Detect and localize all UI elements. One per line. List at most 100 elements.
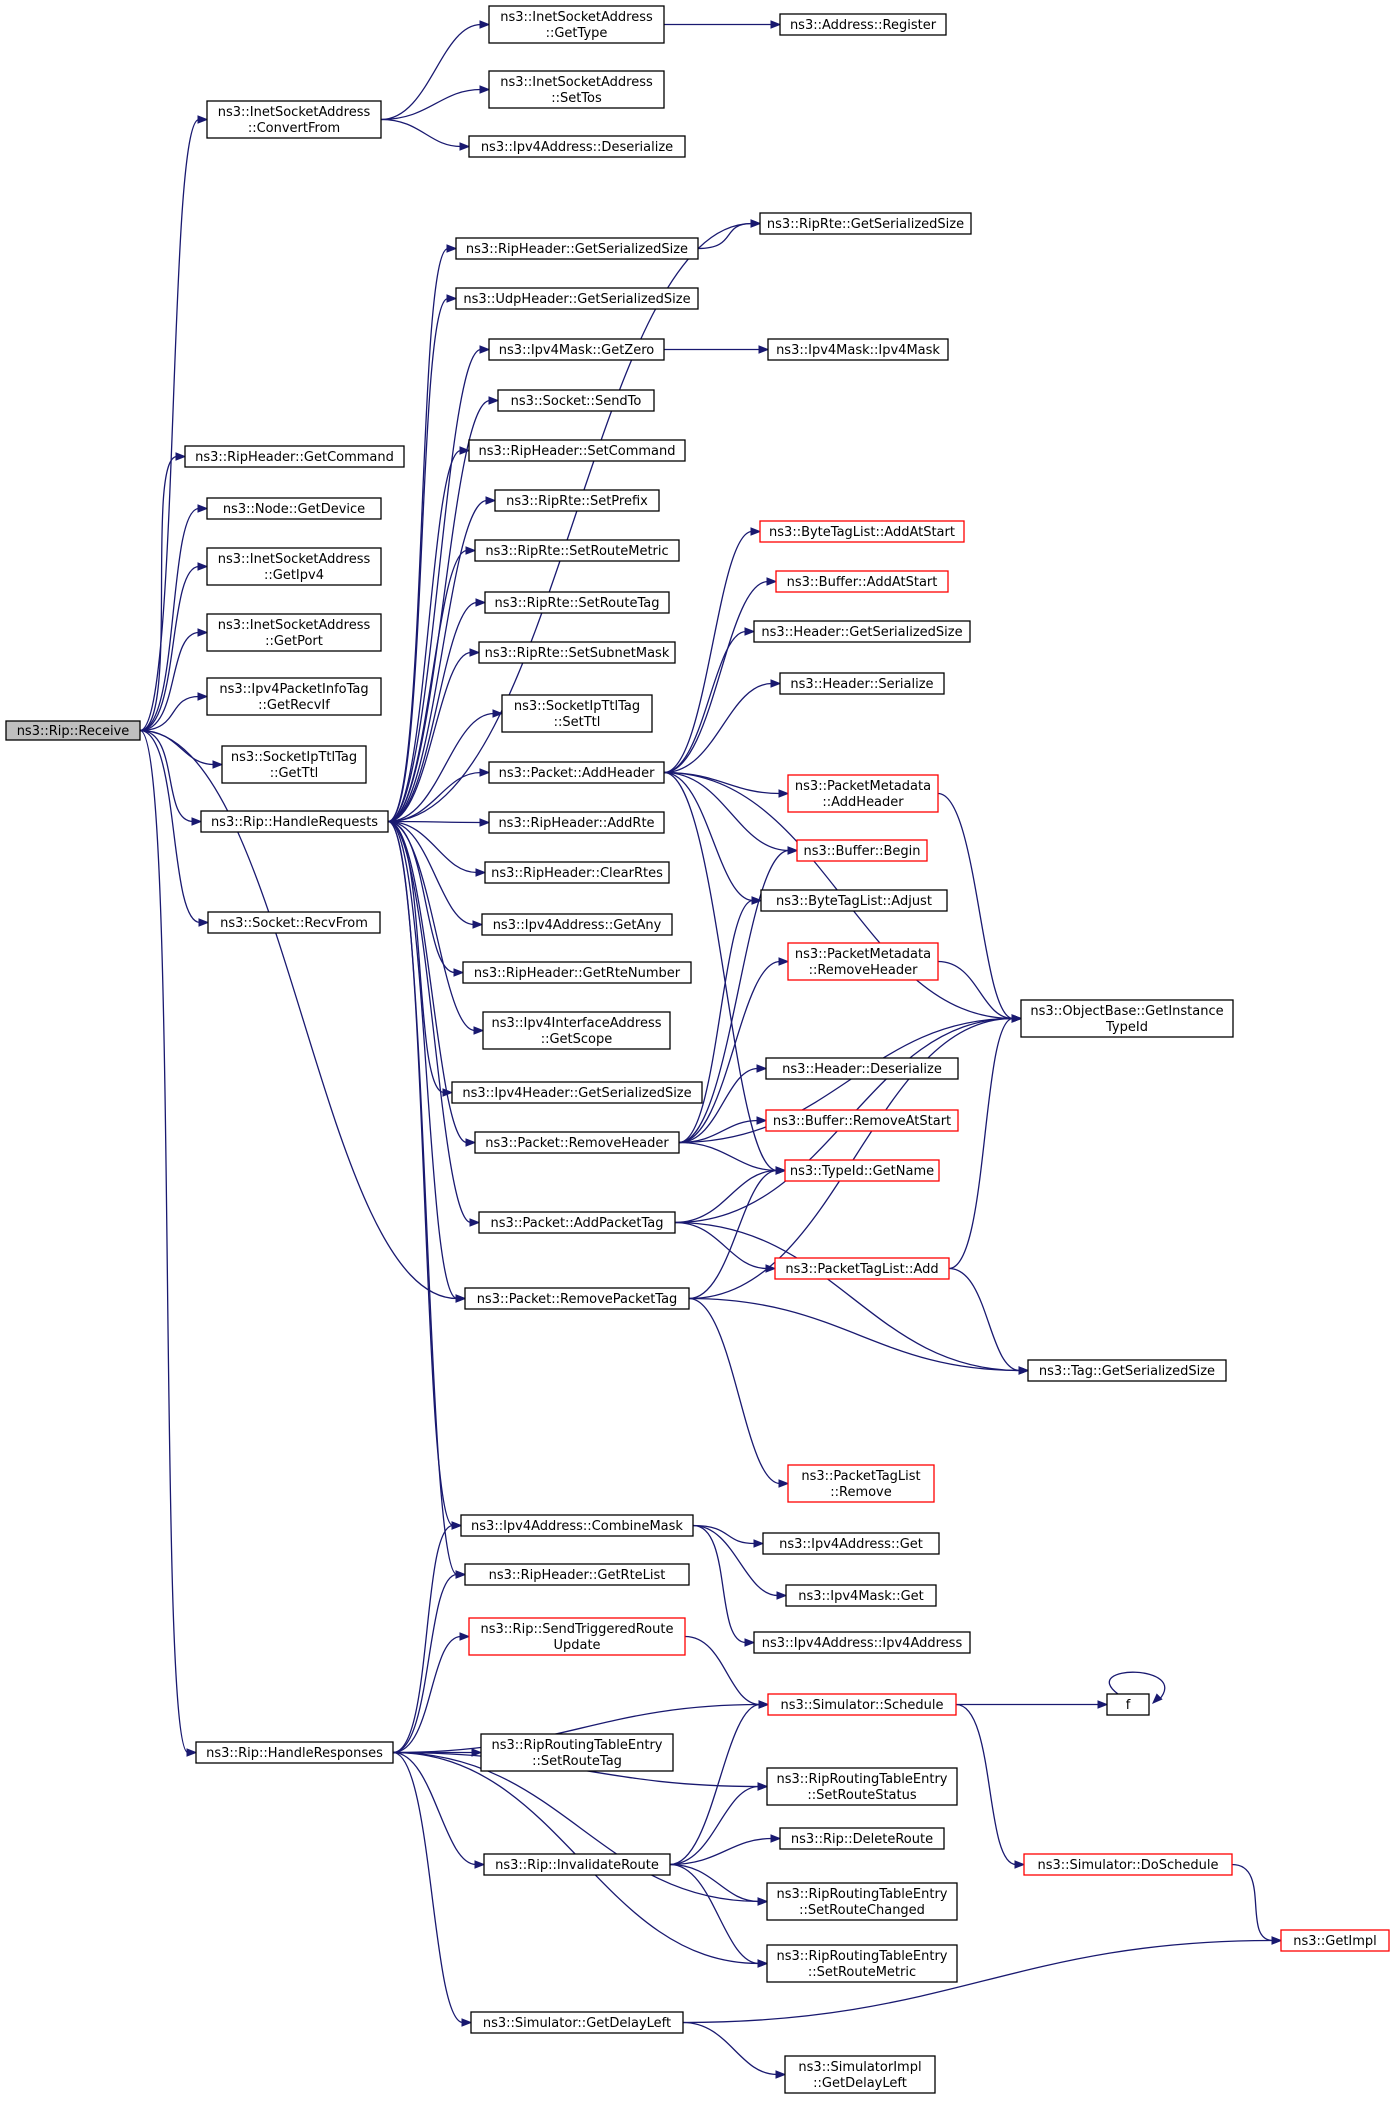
edge-line xyxy=(663,771,781,795)
edge-line xyxy=(674,1221,1021,1372)
node-headerdeser[interactable]: ns3::Header::Deserialize xyxy=(765,1057,959,1080)
edge-arrowhead xyxy=(757,1782,769,1791)
node-setroutetag[interactable]: ns3::RipRte::SetRouteTag xyxy=(484,591,670,614)
node-taggetser[interactable]: ns3::Tag::GetSerializedSize xyxy=(1027,1359,1227,1382)
node-getrtenumber[interactable]: ns3::RipHeader::GetRteNumber xyxy=(462,961,692,984)
node-setcommand[interactable]: ns3::RipHeader::SetCommand xyxy=(468,439,686,462)
node-getcommand[interactable]: ns3::RipHeader::GetCommand xyxy=(184,445,405,468)
node-combinemask[interactable]: ns3::Ipv4Address::CombineMask xyxy=(460,1514,694,1537)
edge-schedule-to-doschedule xyxy=(955,1703,1026,1869)
node-gettype[interactable]: ns3::InetSocketAddress::GetType xyxy=(488,5,665,44)
node-clearrtes[interactable]: ns3::RipHeader::ClearRtes xyxy=(484,861,670,884)
node-setroutemetric[interactable]: ns3::RipRte::SetRouteMetric xyxy=(474,539,680,562)
node-udpser[interactable]: ns3::UdpHeader::GetSerializedSize xyxy=(455,287,699,310)
node-implgetdelayleft[interactable]: ns3::SimulatorImpl::GetDelayLeft xyxy=(784,2055,936,2094)
node-addrte[interactable]: ns3::RipHeader::AddRte xyxy=(488,811,665,834)
node-pmaddheader[interactable]: ns3::PacketMetadata::AddHeader xyxy=(787,774,939,813)
node-getscope[interactable]: ns3::Ipv4InterfaceAddress::GetScope xyxy=(482,1011,671,1050)
node-getdevice[interactable]: ns3::Node::GetDevice xyxy=(206,497,382,520)
node-setroutechanged[interactable]: ns3::RipRoutingTableEntry::SetRouteChang… xyxy=(766,1882,958,1921)
node-box xyxy=(796,839,928,862)
node-box xyxy=(478,641,676,664)
node-bufferaddatstart[interactable]: ns3::Buffer::AddAtStart xyxy=(775,570,949,593)
edge-arrowhead xyxy=(473,1026,485,1035)
node-box xyxy=(787,942,939,981)
node-rtesetroutemetric[interactable]: ns3::RipRoutingTableEntry::SetRouteMetri… xyxy=(766,1944,958,1983)
edge-addheader-to-pmaddheader xyxy=(663,771,790,798)
node-recvfrom[interactable]: ns3::Socket::RecvFrom xyxy=(207,911,381,934)
node-ipv4addrctor[interactable]: ns3::Ipv4Address::Ipv4Address xyxy=(753,1631,971,1654)
node-box xyxy=(206,677,382,716)
node-bytetagaddatstart[interactable]: ns3::ByteTagList::AddAtStart xyxy=(759,520,965,543)
node-packettaglistadd[interactable]: ns3::PacketTagList::Add xyxy=(774,1257,950,1280)
node-setsubnetmask[interactable]: ns3::RipRte::SetSubnetMask xyxy=(478,641,676,664)
node-sendto[interactable]: ns3::Socket::SendTo xyxy=(497,389,655,412)
node-handlerequests[interactable]: ns3::Rip::HandleRequests xyxy=(200,810,389,833)
node-rtesetroutetag[interactable]: ns3::RipRoutingTableEntry::SetRouteTag xyxy=(480,1733,674,1772)
node-getipv4[interactable]: ns3::InetSocketAddress::GetIpv4 xyxy=(206,547,382,586)
node-box xyxy=(501,694,653,733)
node-setprefix[interactable]: ns3::RipRte::SetPrefix xyxy=(494,489,660,512)
edge-arrowhead xyxy=(753,1539,765,1548)
node-invalidateroute[interactable]: ns3::Rip::InvalidateRoute xyxy=(483,1853,671,1876)
node-box xyxy=(460,1514,694,1537)
node-getrecvif[interactable]: ns3::Ipv4PacketInfoTag::GetRecvIf xyxy=(206,677,382,716)
node-schedule[interactable]: ns3::Simulator::Schedule xyxy=(767,1693,957,1716)
node-box xyxy=(206,547,382,586)
node-addheader[interactable]: ns3::Packet::AddHeader xyxy=(488,761,665,784)
node-setroutestatus[interactable]: ns3::RipRoutingTableEntry::SetRouteStatu… xyxy=(766,1767,958,1806)
node-box xyxy=(206,497,382,520)
node-register[interactable]: ns3::Address::Register xyxy=(779,13,947,36)
edge-receive-to-getdevice xyxy=(139,504,209,732)
edge-arrowhead xyxy=(455,1294,467,1303)
node-getport[interactable]: ns3::InetSocketAddress::GetPort xyxy=(206,613,382,652)
node-bytetagadjust[interactable]: ns3::ByteTagList::Adjust xyxy=(760,889,948,912)
node-label: ns3::RipHeader::SetCommand xyxy=(479,444,676,459)
node-label: ns3::Header::Deserialize xyxy=(782,1062,942,1077)
node-label: ::SetRouteStatus xyxy=(807,1788,916,1803)
node-riprteser[interactable]: ns3::RipRte::GetSerializedSize xyxy=(759,212,972,235)
node-handleresponses[interactable]: ns3::Rip::HandleResponses xyxy=(195,1741,394,1764)
edge-line xyxy=(688,1169,778,1300)
node-removepackettag[interactable]: ns3::Packet::RemovePacketTag xyxy=(464,1287,690,1310)
node-ripheaderser[interactable]: ns3::RipHeader::GetSerializedSize xyxy=(455,237,699,260)
node-box xyxy=(766,1882,958,1921)
edge-combinemask-to-ipv4addrctor xyxy=(692,1524,756,1647)
node-box xyxy=(464,1287,690,1310)
node-headerser[interactable]: ns3::Header::GetSerializedSize xyxy=(753,620,971,643)
node-addpackettag[interactable]: ns3::Packet::AddPacketTag xyxy=(478,1211,676,1234)
node-ipv4hdrser[interactable]: ns3::Ipv4Header::GetSerializedSize xyxy=(451,1081,703,1104)
node-getrtelist[interactable]: ns3::RipHeader::GetRteList xyxy=(464,1563,690,1586)
node-packettaglistremove[interactable]: ns3::PacketTagList::Remove xyxy=(787,1464,935,1503)
node-label: ns3::RipHeader::ClearRtes xyxy=(491,866,663,881)
node-f[interactable]: f xyxy=(1106,1693,1150,1716)
node-headerserialize[interactable]: ns3::Header::Serialize xyxy=(779,672,945,695)
edge-arrowhead xyxy=(1011,1014,1023,1023)
edge-line xyxy=(948,1017,1014,1270)
node-typeidgetname[interactable]: ns3::TypeId::GetName xyxy=(784,1159,940,1182)
node-getdelayleft[interactable]: ns3::Simulator::GetDelayLeft xyxy=(470,2011,684,2034)
node-getimpl[interactable]: ns3::GetImpl xyxy=(1280,1929,1390,1952)
node-getttl[interactable]: ns3::SocketIpTtlTag::GetTtl xyxy=(221,745,367,784)
node-ipv4addrget[interactable]: ns3::Ipv4Address::Get xyxy=(762,1532,940,1555)
node-bufferremoveatstart[interactable]: ns3::Buffer::RemoveAtStart xyxy=(765,1109,959,1132)
node-doschedule[interactable]: ns3::Simulator::DoSchedule xyxy=(1023,1853,1233,1876)
node-pmremoveheader[interactable]: ns3::PacketMetadata::RemoveHeader xyxy=(787,942,939,981)
node-settos[interactable]: ns3::InetSocketAddress::SetTos xyxy=(488,70,665,109)
node-ipv4mask[interactable]: ns3::Ipv4Mask::Ipv4Mask xyxy=(767,338,949,361)
node-getzero[interactable]: ns3::Ipv4Mask::GetZero xyxy=(488,338,665,361)
node-label: ns3::PacketTagList::Add xyxy=(785,1262,938,1277)
node-removeheader[interactable]: ns3::Packet::RemoveHeader xyxy=(474,1131,680,1154)
node-receive[interactable]: ns3::Rip::Receive xyxy=(5,720,141,741)
node-label: ns3::RipRoutingTableEntry xyxy=(777,1949,948,1964)
node-convertfrom[interactable]: ns3::InetSocketAddress::ConvertFrom xyxy=(206,100,382,139)
node-ipv4maskget[interactable]: ns3::Ipv4Mask::Get xyxy=(785,1584,937,1607)
node-ipv4deser[interactable]: ns3::Ipv4Address::Deserialize xyxy=(468,135,686,158)
node-getany[interactable]: ns3::Ipv4Address::GetAny xyxy=(481,913,673,936)
node-deleteroute[interactable]: ns3::Rip::DeleteRoute xyxy=(779,1827,945,1850)
node-setttl[interactable]: ns3::SocketIpTtlTag::SetTtl xyxy=(501,694,653,733)
edge-line xyxy=(392,1524,454,1754)
node-bufferbegin[interactable]: ns3::Buffer::Begin xyxy=(796,839,928,862)
